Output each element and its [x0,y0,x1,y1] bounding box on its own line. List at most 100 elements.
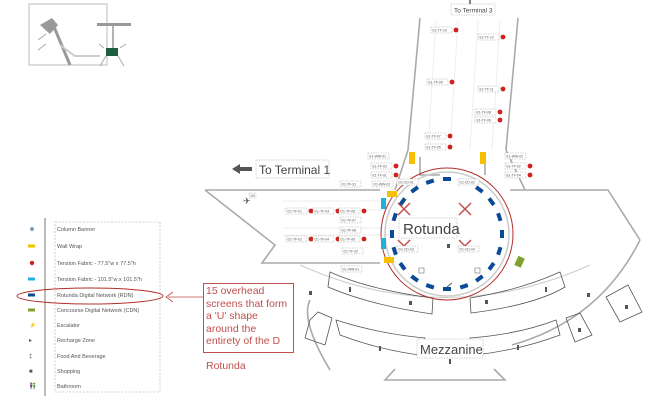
food-beverage-icon [379,346,381,351]
placement-tag[interactable]: D1-WW-01 [340,265,363,273]
placement-tag-label: D1-WW-01 [343,268,360,272]
shopping-icon: ■ [29,369,33,375]
legend-label: Wall Wrap [57,244,82,250]
to-terminal-1-direction[interactable]: To Terminal 1 [232,159,330,179]
placement-tag[interactable]: D1-CD-03 [396,245,419,253]
placement-tag-label: D1-WW-02 [374,183,391,187]
large-fabric[interactable] [381,198,386,209]
rdn-screen[interactable] [410,185,420,194]
placement-tag-label: E1-TF-12 [480,36,494,40]
rdn-screen[interactable] [410,274,420,283]
to-terminal-3-direction[interactable]: To Terminal 3 [450,0,496,16]
tension-fabric-marker[interactable] [527,163,533,169]
placement-tag-label: E1-TF-07 [427,135,441,139]
placement-tag[interactable]: D1-CD-01 [396,178,419,186]
escalator-icon [446,282,453,288]
placement-tag[interactable]: E1-TF-03 [370,162,399,170]
placement-tag[interactable]: E1-TF-01 [370,171,399,179]
rdn-screen[interactable] [474,185,484,194]
placement-tag[interactable]: D1-TF-07 [339,216,362,224]
rdn-screen[interactable] [459,283,469,290]
wall-wrap-e1-ww-01[interactable] [409,152,415,164]
airplane-icon: ✈ [243,196,251,206]
rdn-screen[interactable] [500,230,504,238]
placement-tag[interactable]: D1-TF-03 [312,207,341,215]
escalator-icon: ⚡ [29,321,36,329]
placement-tag[interactable]: E1-TF-11 [477,85,506,93]
legend-item: Concourse Digital Network (CDN) [28,308,139,314]
wall-wrap-d1-ww-01[interactable] [384,257,394,263]
placement-tag[interactable]: D1-CD-04 [457,245,480,253]
wall-wrap-d1-ww-02[interactable] [387,191,397,197]
rdn-screen[interactable] [487,261,496,271]
rotunda-outer-ring [380,167,514,301]
rdn-screen[interactable] [391,246,398,256]
placement-tag[interactable]: D1-CD-02 [457,178,480,186]
placement-tag[interactable]: D1-TF-04 [312,235,341,243]
placement-tag[interactable]: E1-TF-08 [474,108,503,116]
legend-label: Bathroom [57,384,81,390]
placement-tag[interactable]: E1-TF-05 [424,143,453,151]
rdn-screen[interactable] [496,212,503,222]
placement-tag[interactable]: D1-WW-02 [371,180,394,188]
placement-tag-label: E1-TF-02 [507,165,521,169]
placement-tag[interactable]: E1-TF-12 [477,33,506,41]
placement-tag[interactable]: D1-TF-01 [285,207,314,215]
tension-fabric-marker[interactable] [500,34,506,40]
tension-fabric-marker[interactable] [497,109,503,115]
tension-fabric-marker[interactable] [308,236,314,242]
large-fabric[interactable] [381,238,386,249]
rdn-screen[interactable] [425,178,435,185]
rdn-screen[interactable] [425,283,435,290]
tension-fabric-marker[interactable] [447,144,453,150]
rdn-screen[interactable] [398,197,407,207]
placement-tag[interactable]: D1-TF-05 [338,207,367,215]
tension-fabric-large-icon [28,277,35,281]
rdn-screen[interactable] [443,177,451,181]
tension-fabric-marker[interactable] [527,172,533,178]
rdn-annotation-callout: 15 overhead screens that form a 'U' shap… [203,283,294,372]
tension-fabric-marker[interactable] [308,208,314,214]
tension-fabric-marker[interactable] [497,117,503,123]
placement-tag[interactable]: E1-TF-07 [424,132,453,140]
wall-wrap-e1-ww-02[interactable] [480,152,486,164]
placement-tag[interactable]: E1-TF-09 [426,78,455,86]
legend-item: ⚡ Escalator [29,321,80,329]
rdn-screen[interactable] [487,197,496,207]
placement-tag[interactable]: D1-TF-31 [339,180,362,188]
elevator-icon [474,267,481,274]
placement-tag[interactable]: E1-TF-06 [474,116,503,124]
placement-tag[interactable]: E1-TF-10 [430,26,459,34]
tension-fabric-marker[interactable] [449,79,455,85]
legend-label: Escalator [57,323,80,329]
placement-tag-label: E1-TF-10 [433,29,447,33]
placement-tag[interactable]: E1-WW-02 [504,152,527,160]
placement-tag[interactable]: D1-TF-06 [338,235,367,243]
placement-tag[interactable]: D1-TF-08 [339,226,362,234]
elevator-icon [418,267,425,274]
removed-column-mark [458,202,472,216]
tension-fabric-marker[interactable] [393,163,399,169]
placement-tag[interactable]: E1-TF-02 [504,162,533,170]
rdn-screen[interactable] [390,230,394,238]
rdn-screen[interactable] [474,274,484,283]
tension-fabric-marker[interactable] [500,86,506,92]
placement-tag[interactable]: D1-TF-02 [285,235,314,243]
tension-fabric-marker[interactable] [447,133,453,139]
tension-fabric-marker[interactable] [393,172,399,178]
cdn-screen[interactable] [514,255,525,268]
placement-tag[interactable]: E1-WW-01 [367,152,390,160]
rdn-screen[interactable] [391,212,398,222]
placement-tag[interactable]: D1-TF-32 [341,247,364,255]
placement-tag[interactable]: E1-TF-04 [504,171,533,179]
tension-fabric-marker[interactable] [361,208,367,214]
rdn-screen[interactable] [496,246,503,256]
tension-fabric-marker[interactable] [453,27,459,33]
shopping-icon [409,301,412,305]
placement-tag-label: D1-CD-03 [399,248,414,252]
rdn-screen[interactable] [398,261,407,271]
tension-fabric-marker[interactable] [361,236,367,242]
placement-tag-label: D1-CD-02 [460,181,475,185]
rdn-screen[interactable] [443,287,451,291]
